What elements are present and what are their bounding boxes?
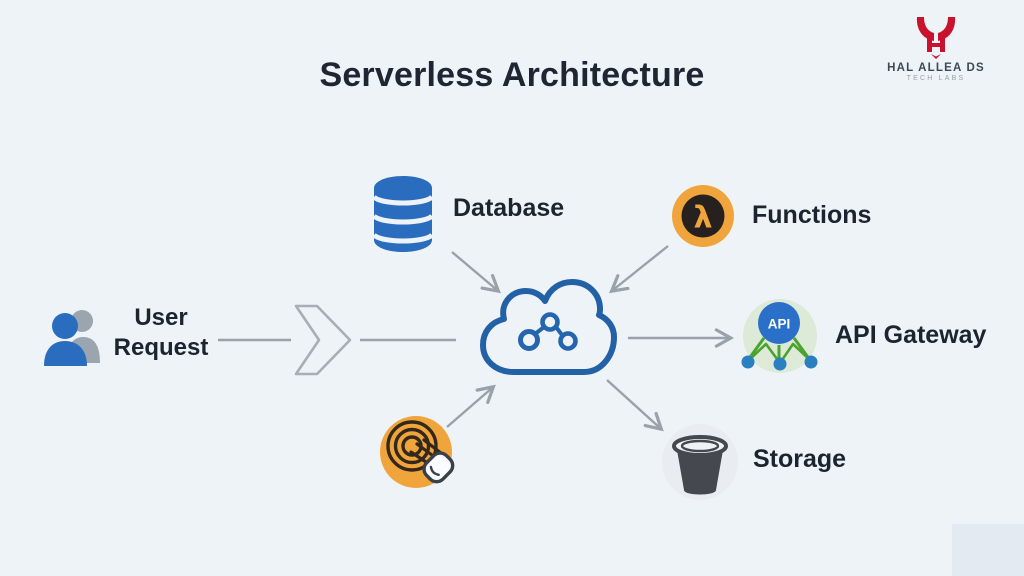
database-label: Database	[453, 194, 565, 222]
lambda-functions-icon: λ	[672, 185, 734, 247]
touch-trigger-icon	[380, 416, 455, 488]
api-icon-text: API	[768, 317, 791, 332]
api-gateway-label: API Gateway	[835, 321, 987, 349]
page-title: Serverless Architecture	[319, 56, 705, 94]
brand-tagline: TECH LABS	[906, 75, 966, 82]
arrow-database-to-cloud	[451, 251, 501, 294]
arrow-functions-to-cloud	[609, 245, 669, 294]
bull-icon	[916, 17, 956, 59]
lambda-glyph: λ	[694, 201, 713, 236]
functions-label: Functions	[752, 201, 872, 229]
arrow-trigger-to-cloud	[446, 384, 496, 428]
watermark	[952, 524, 1024, 576]
user-request-line2: Request	[113, 333, 209, 361]
api-gateway-icon: API	[741, 299, 818, 373]
storage-label: Storage	[753, 445, 847, 473]
brand-logo: HAL ALLEA DS TECH LABS	[876, 14, 996, 82]
arrow-cloud-to-storage	[606, 379, 664, 432]
user-request-label: User Request	[100, 303, 222, 363]
brand-name: HAL ALLEA DS	[887, 62, 985, 74]
cloud-icon	[480, 279, 617, 375]
share-network-icon	[518, 312, 578, 351]
users-icon	[44, 310, 100, 366]
user-request-line1: User	[134, 304, 188, 331]
storage-bucket-icon	[662, 424, 738, 500]
chevron-arrow-icon	[294, 304, 352, 376]
database-icon	[372, 176, 434, 252]
